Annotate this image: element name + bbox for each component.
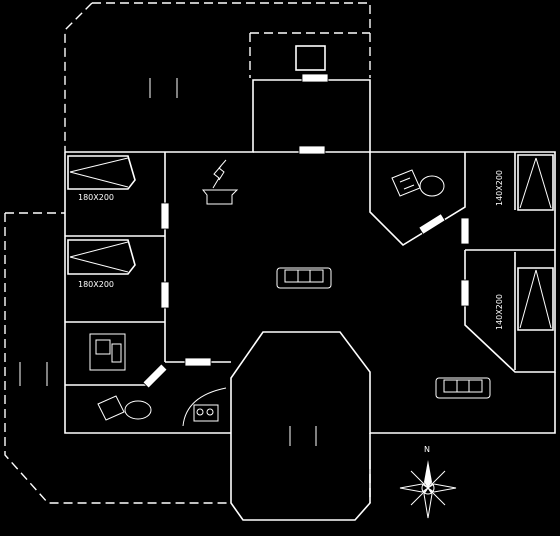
fireplace-icon (201, 159, 239, 205)
bed-3: 140X200 (495, 154, 554, 211)
bed-2-label: 180X200 (78, 280, 114, 289)
sofa-icon (276, 267, 332, 289)
compass-icon: N (399, 445, 457, 519)
bed-3-label: 140X200 (495, 170, 504, 206)
stove-icon (182, 387, 227, 427)
bed-4: 140X200 (495, 267, 554, 331)
bed-2: 180X200 (67, 239, 136, 289)
bed-1: 180X200 (67, 155, 136, 202)
bed-1-label: 180X200 (78, 193, 114, 202)
shower-icon (89, 333, 126, 371)
openings (142, 73, 470, 389)
walls (64, 79, 556, 521)
terrace-markers (19, 78, 317, 446)
compass-north-label: N (424, 445, 430, 454)
sofa-icon (435, 377, 491, 399)
bed-4-label: 140X200 (495, 294, 504, 330)
chimney (295, 45, 326, 71)
toilet-icon (97, 395, 152, 421)
kitchen-sink-icon (391, 169, 445, 197)
